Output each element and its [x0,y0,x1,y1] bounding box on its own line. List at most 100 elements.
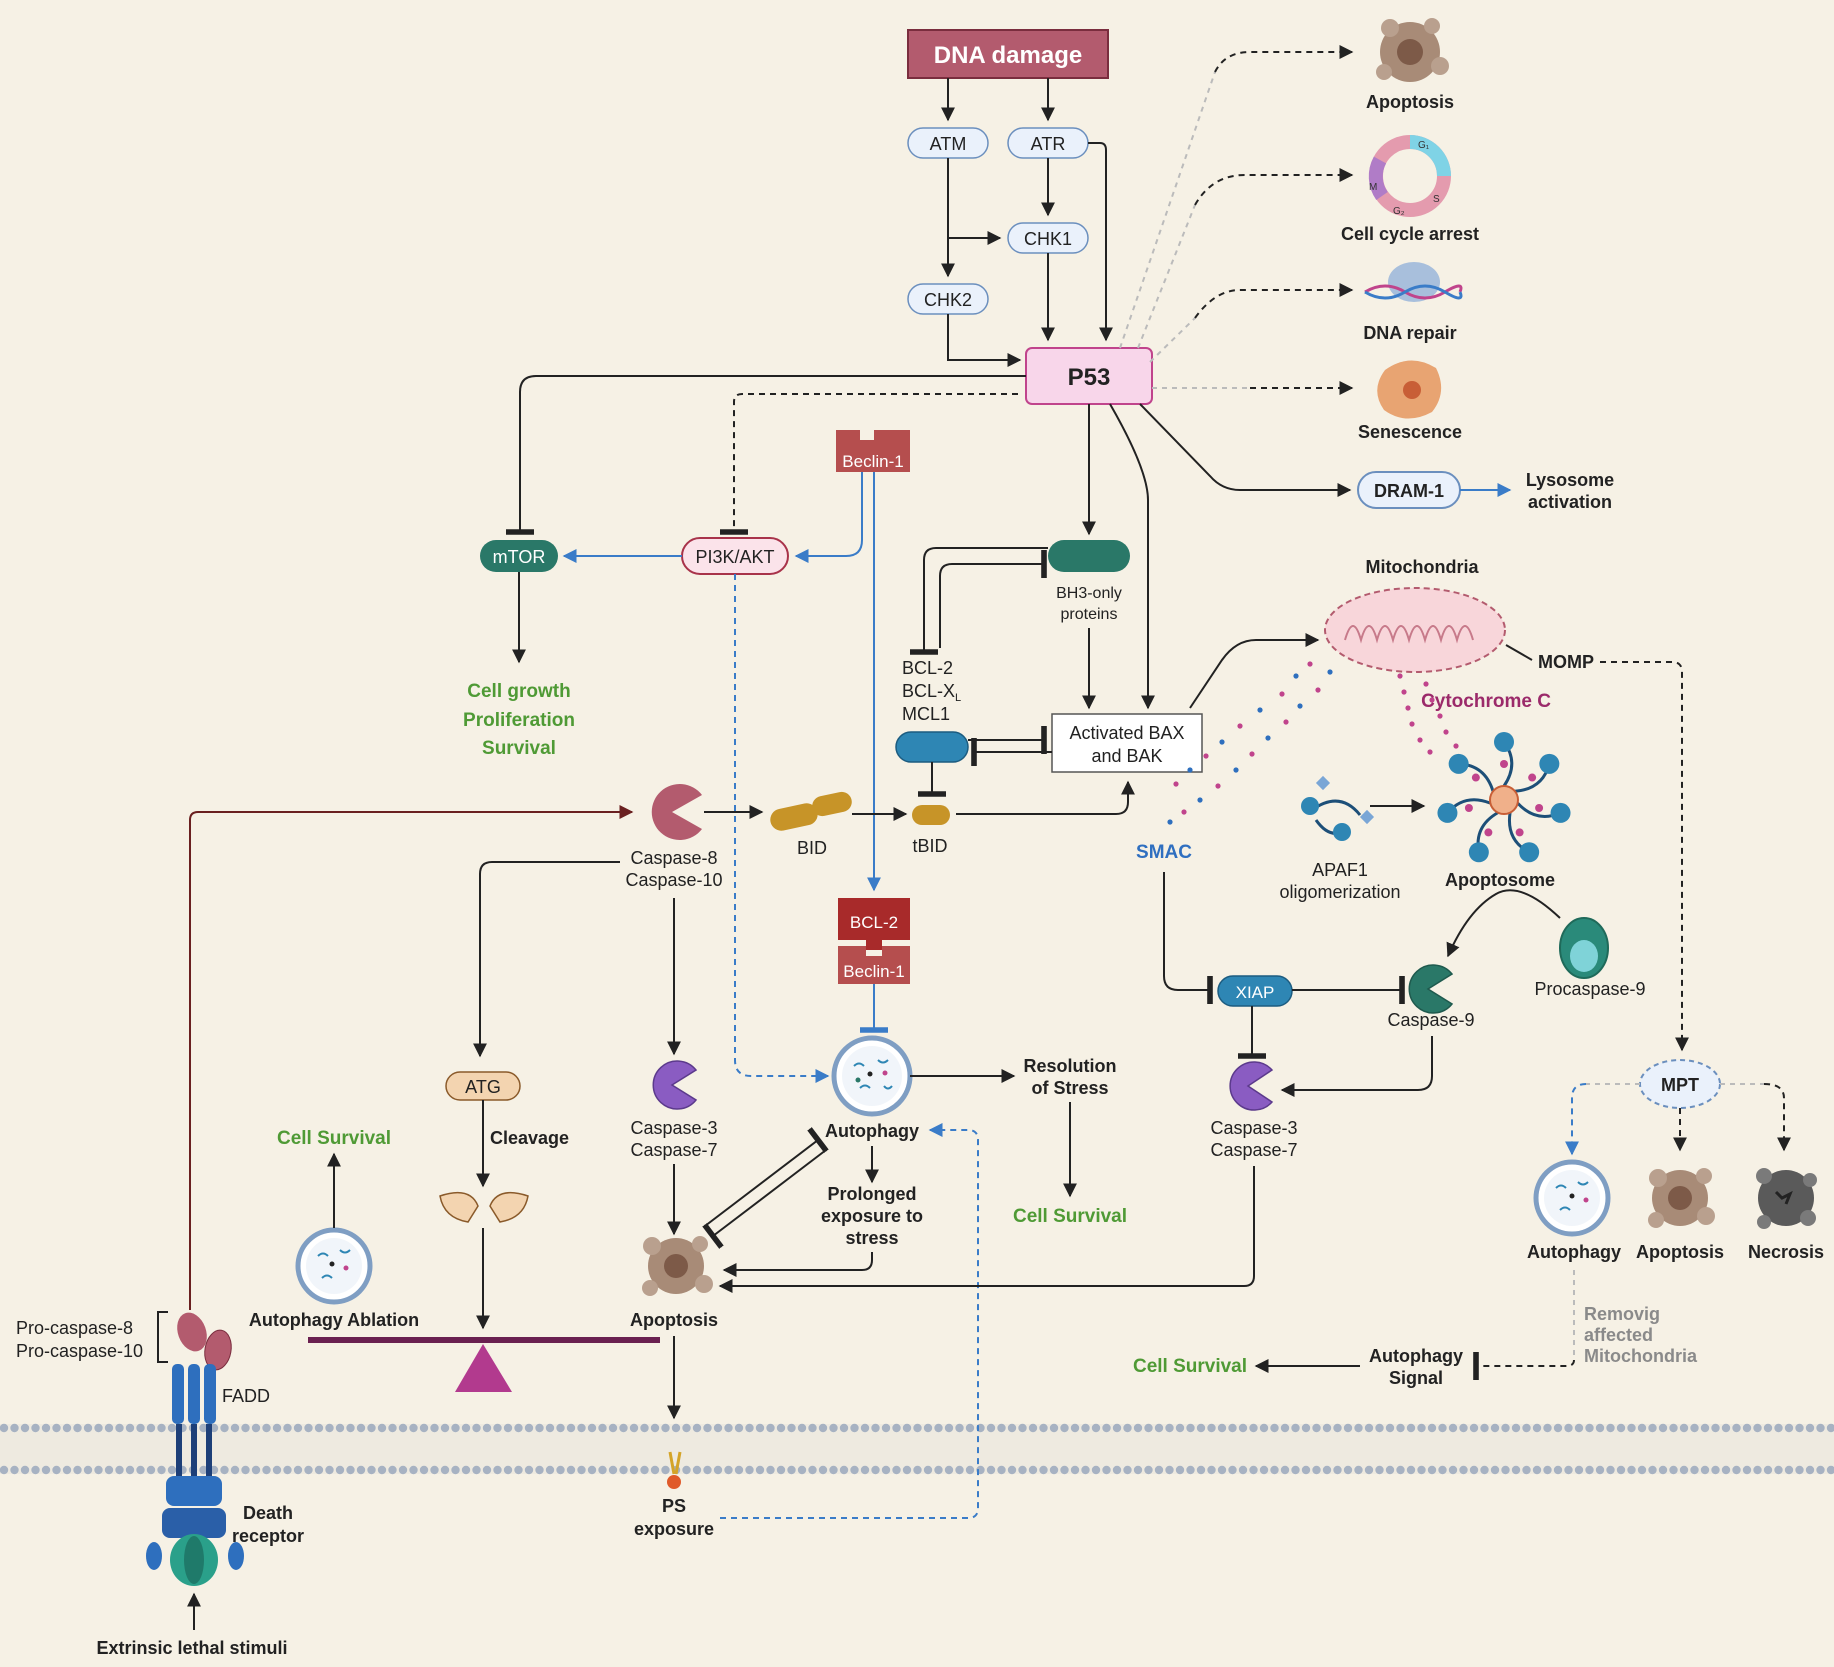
lipid-head [566,1423,576,1433]
cell-cycle-icon: G₁ S G₂ M [1368,135,1451,217]
lipid-head [524,1423,534,1433]
lipid-head [1280,1423,1290,1433]
dna-damage-box: DNA damage [907,29,1109,79]
lipid-head [1511,1423,1521,1433]
lipid-head [1364,1465,1374,1475]
smac-molecule [1249,751,1255,757]
bcl2-beclin1-complex: BCL-2 Beclin-1 [838,898,910,984]
lipid-head [1637,1465,1647,1475]
lipid-head [1784,1423,1794,1433]
lipid-head [1427,1465,1437,1475]
lipid-head [1312,1465,1321,1475]
p53-label: P53 [1068,364,1111,391]
lipid-head [272,1423,282,1433]
mpt-node: MPT [1639,1059,1721,1109]
lipid-head [650,1465,660,1475]
lipid-head [115,1423,124,1433]
bh3-label-2: proteins [1061,606,1118,623]
removig-label-1: Removig [1584,1304,1660,1324]
lipid-head [1417,1465,1426,1475]
extrinsic-stimuli-label: Extrinsic lethal stimuli [96,1638,287,1658]
lipid-head [1532,1465,1542,1475]
lipid-head [1039,1423,1048,1433]
lipid-head [1249,1465,1258,1475]
lipid-head [1406,1465,1416,1475]
atm-label: ATM [930,134,967,154]
lipid-head [829,1465,838,1475]
lipid-head [1018,1465,1027,1475]
lipid-head [335,1423,345,1433]
lipid-head [745,1423,754,1433]
smac-molecule [1167,819,1173,825]
apoptosome-cap [1519,842,1540,863]
lipid-head [1480,1423,1489,1433]
lipid-head [619,1465,628,1475]
survival-label: Survival [482,738,556,759]
lipid-head [1291,1465,1300,1475]
caspase7-right-label: Caspase-7 [1210,1140,1297,1160]
mpt-label: MPT [1661,1075,1699,1095]
lipid-head [1228,1423,1237,1433]
lipid-head [388,1423,397,1433]
lipid-head [1448,1465,1458,1475]
lipid-head [965,1465,975,1475]
smac-molecule [1197,797,1203,803]
lipid-head [346,1465,355,1475]
smac-molecule [1297,703,1303,709]
lipid-head [1679,1465,1689,1475]
cycle-g2-label: G₂ [1393,206,1405,217]
smac-molecule [1315,687,1321,693]
lipid-head [335,1465,345,1475]
lipid-head [1627,1465,1636,1475]
bcl2-list-label-3: MCL1 [902,704,950,724]
death-receptor-icon [146,1424,244,1586]
tbid-label: tBID [912,836,947,856]
prolonged-label-3: stress [845,1228,898,1248]
lipid-head [1081,1423,1090,1433]
p53-node: P53 [1025,347,1153,405]
lipid-head [1007,1465,1017,1475]
lipid-head [482,1423,492,1433]
lipid-head [136,1465,145,1475]
fadd-label: FADD [222,1386,270,1406]
apoptosome-icon [1437,732,1571,863]
lipid-head [1553,1423,1563,1433]
lipid-head [1753,1423,1762,1433]
lipid-head [797,1465,807,1475]
lipid-head [1196,1423,1206,1433]
lipid-head [1700,1423,1710,1433]
lipid-head [167,1465,177,1475]
lipid-head [1354,1465,1363,1475]
lipid-head [839,1465,849,1475]
bcl2-list-label-1: BCL-2 [902,658,953,678]
cytochrome-c-label: Cytochrome C [1421,691,1551,712]
lipid-head [493,1465,502,1475]
lipid-head [881,1465,891,1475]
balance-beam [308,1337,660,1343]
lipid-head [1742,1465,1752,1475]
lipid-head [1070,1465,1080,1475]
lipid-head [41,1423,51,1433]
lipid-head [1627,1423,1636,1433]
smac-molecule [1237,723,1243,729]
lipid-head [1490,1423,1500,1433]
lipid-head [944,1465,954,1475]
lipid-head [650,1423,660,1433]
cycle-m-label: M [1369,182,1377,193]
lipid-head [860,1423,870,1433]
lipid-head [829,1423,838,1433]
lipid-head [892,1423,901,1433]
death-receptor-label-1: Death [243,1503,293,1523]
lipid-head [640,1423,649,1433]
lipid-head [1301,1423,1311,1433]
lysosome-label-1: Lysosome [1526,470,1614,490]
lipid-head [871,1465,880,1475]
lipid-head [1816,1423,1825,1433]
lipid-head [535,1423,544,1433]
lipid-head [440,1423,450,1433]
procaspase9-icon [1559,917,1609,979]
lipid-head [1648,1423,1657,1433]
lipid-head [31,1423,40,1433]
lipid-head [230,1423,240,1433]
apoptosis-cell-icon [1376,18,1449,82]
